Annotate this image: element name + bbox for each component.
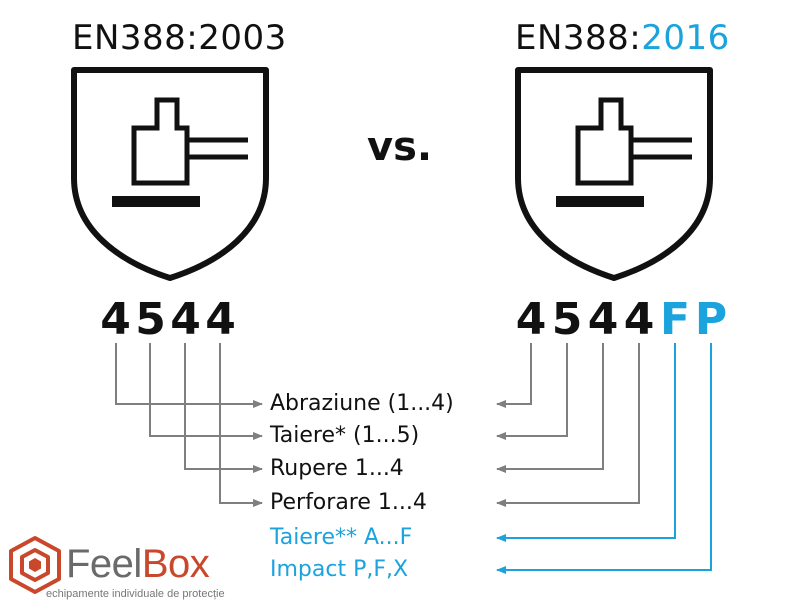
connector-right-5 [496,343,676,542]
label-tear: Rupere 1...4 [270,456,404,481]
label-impact: Impact P,F,X [270,557,409,582]
left-title-prefix: EN388: [72,18,199,58]
right-digit-abrasion: 4 [515,294,547,345]
connector-right-6 [496,343,712,574]
vs-label: vs. [367,124,433,170]
brand-name-feel: Feel [66,542,142,586]
connector-left-2 [149,343,263,440]
label-cut-iso: Taiere** A...F [270,525,413,550]
label-abrasion: Abraziune (1...4) [270,391,454,416]
connector-right-4 [496,343,640,507]
brand-name: FeelBox [66,542,210,587]
connector-right-3 [496,343,604,473]
brand-name-box: Box [141,542,210,586]
connector-left-4 [219,343,263,507]
right-letter-impact: P [694,294,728,345]
right-title-prefix: EN388: [515,18,642,58]
connector-left-1 [115,343,263,408]
feelbox-logo-icon [9,536,61,594]
connector-right-2 [496,343,568,440]
connector-right-1 [496,343,532,408]
left-digit-cut: 5 [135,294,166,345]
left-digit-abrasion: 4 [100,294,131,345]
left-digit-tear: 4 [170,294,201,345]
left-standard-title: EN388:2003 [72,18,287,58]
right-letter-cut-iso: F [659,294,691,345]
label-cut: Taiere* (1...5) [270,423,420,448]
right-title-year: 2016 [641,18,730,58]
left-digit-puncture: 4 [205,294,236,345]
right-digit-cut: 5 [551,294,583,345]
right-digit-tear: 4 [587,294,619,345]
right-standard-title: EN388:2016 [515,18,730,58]
right-digit-puncture: 4 [623,294,655,345]
brand-tagline: echipamente individuale de protecție [46,588,225,600]
shield-hammer-icon [515,67,713,281]
left-title-year: 2003 [198,18,287,58]
label-puncture: Perforare 1...4 [270,490,427,515]
shield-hammer-icon [71,67,269,281]
left-code: 4544 [98,294,238,345]
connector-left-3 [184,343,263,473]
